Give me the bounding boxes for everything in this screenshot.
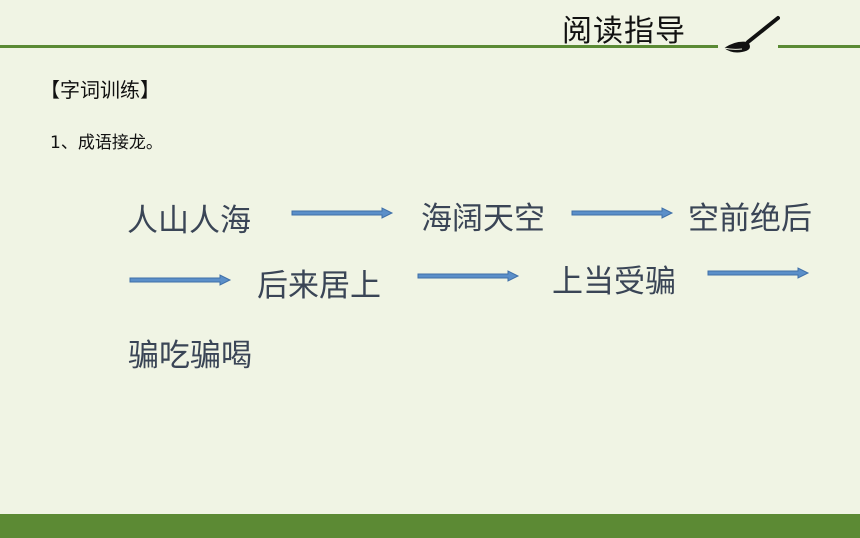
arrow-right-icon	[417, 270, 520, 282]
header-divider-right	[778, 45, 860, 48]
footer-bar	[0, 514, 860, 538]
idiom-3: 空前绝后	[688, 201, 812, 237]
arrow-right-icon	[291, 207, 394, 219]
section-heading: 【字词训练】	[40, 78, 160, 102]
arrow-right-icon	[571, 207, 674, 219]
header-divider-left	[0, 45, 718, 48]
question-text: 1、成语接龙。	[50, 133, 163, 153]
idiom-2: 海阔天空	[421, 201, 545, 237]
idiom-4: 后来居上	[257, 268, 381, 304]
arrow-right-icon	[707, 267, 810, 279]
idiom-1: 人山人海	[127, 203, 251, 239]
idiom-5: 上当受骗	[552, 264, 676, 300]
header-title: 阅读指导	[562, 14, 686, 49]
brush-icon	[723, 16, 780, 53]
arrow-right-icon	[129, 274, 232, 286]
idiom-6: 骗吃骗喝	[128, 338, 252, 374]
